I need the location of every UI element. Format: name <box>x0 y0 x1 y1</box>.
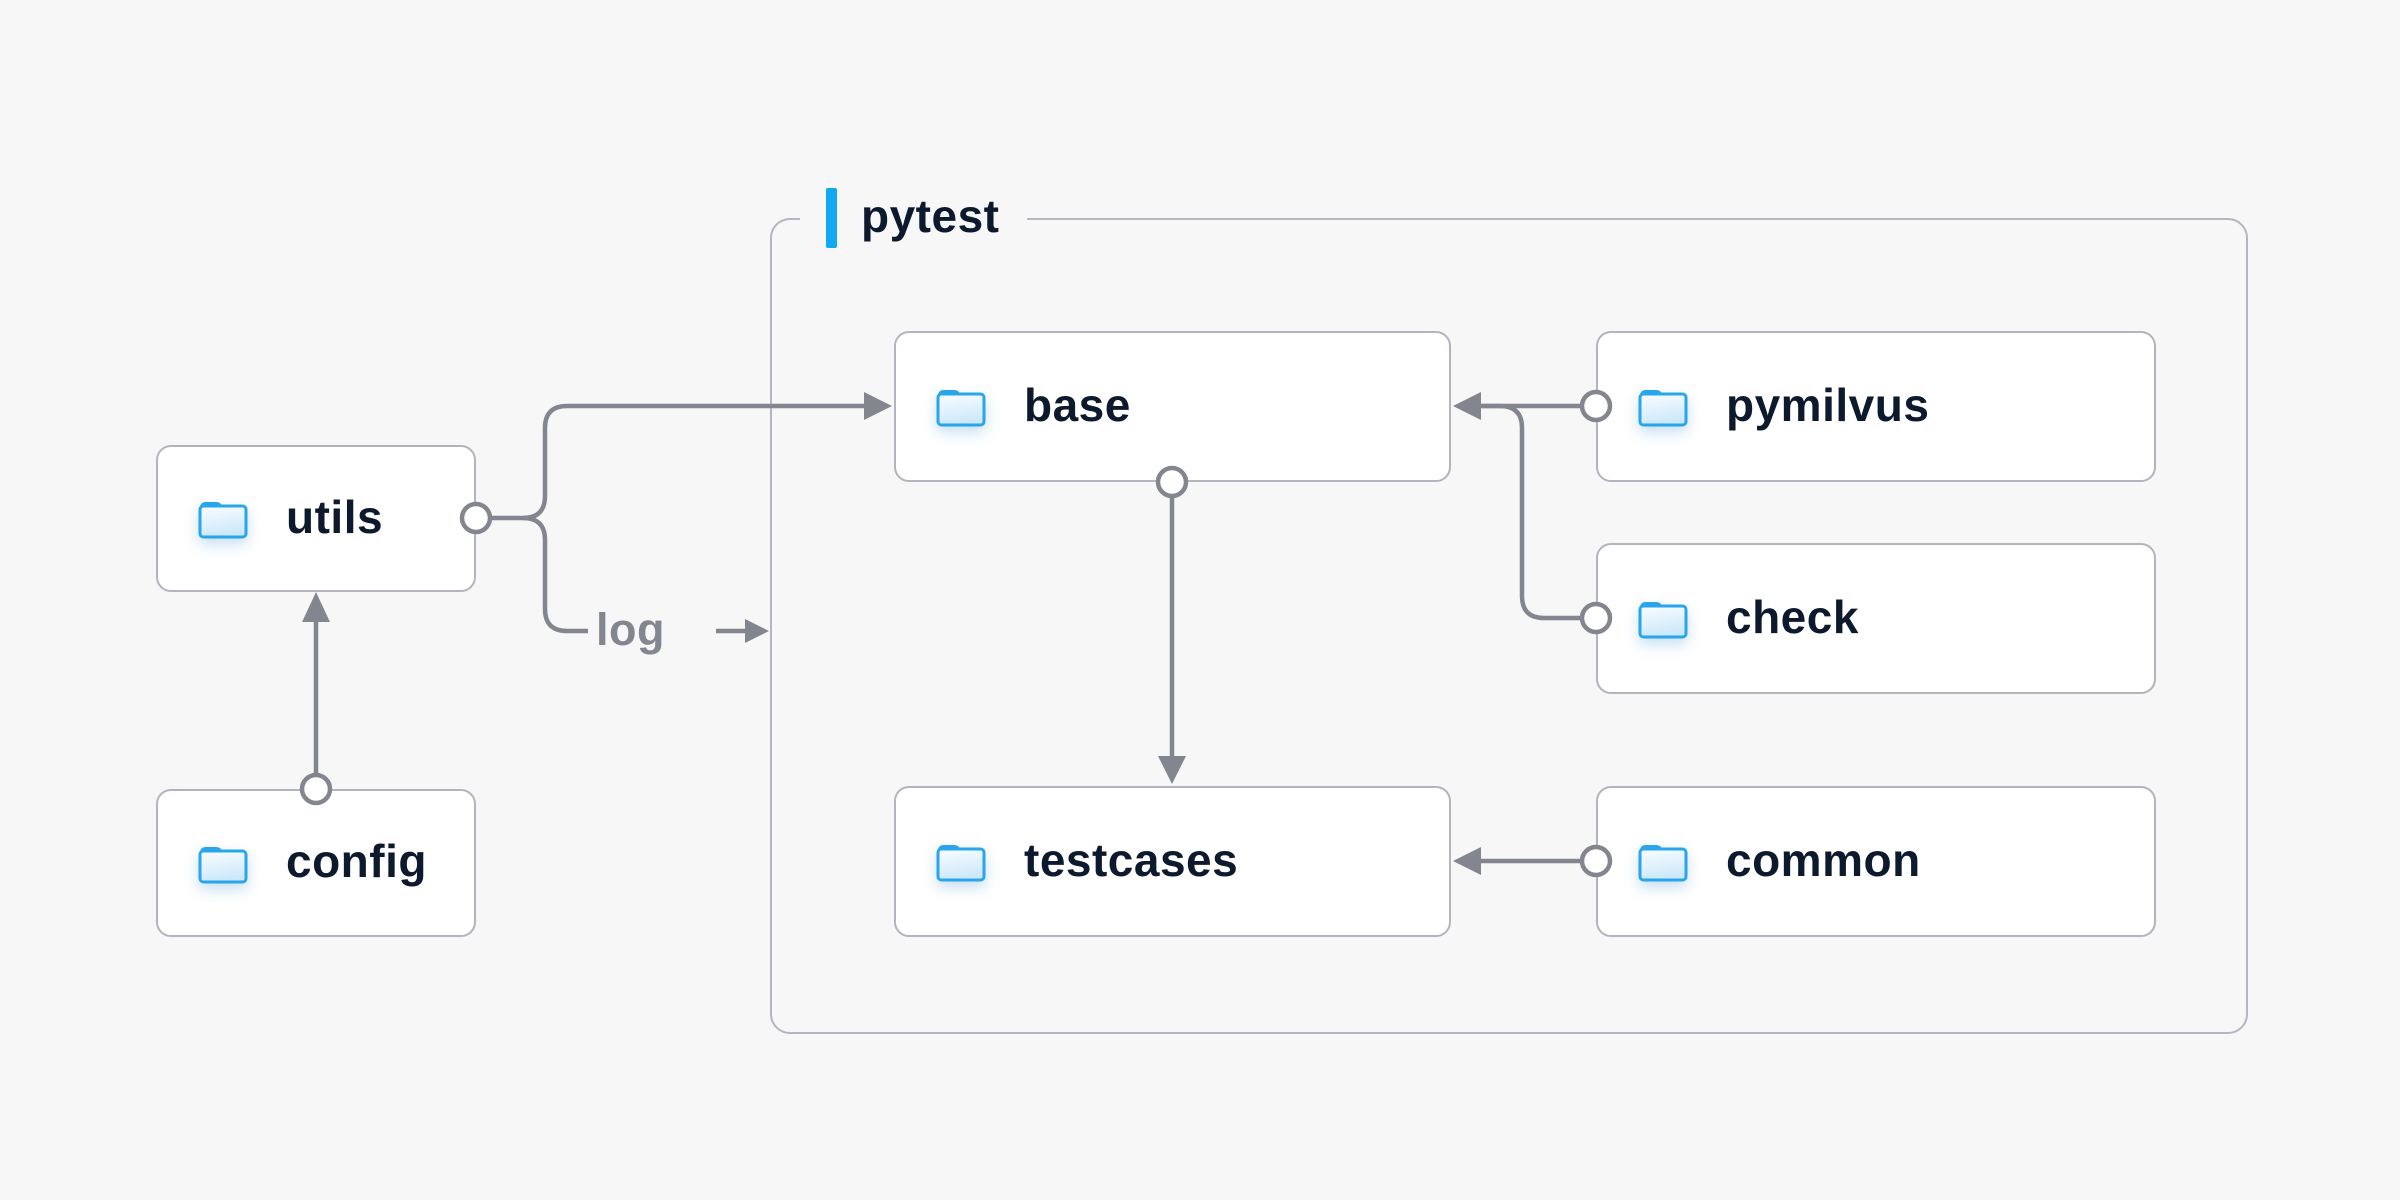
pytest-group-container <box>770 218 2248 1034</box>
node-label: testcases <box>1024 833 1239 886</box>
node-label: utils <box>286 490 384 543</box>
arrowhead-into-utils <box>302 592 330 622</box>
folder-icon <box>198 846 248 883</box>
arrowhead-log <box>745 619 769 643</box>
folder-icon <box>1638 390 1688 427</box>
node-label: pymilvus <box>1726 378 1930 431</box>
node-pymilvus: pymilvus <box>1596 331 2156 482</box>
node-check: check <box>1596 543 2156 694</box>
node-base: base <box>894 331 1451 482</box>
blue-accent-bar <box>826 188 837 248</box>
folder-icon <box>1638 845 1688 882</box>
pytest-group-label: pytest <box>800 184 1028 252</box>
folder-icon <box>1638 602 1688 639</box>
folder-icon <box>198 502 248 539</box>
folder-icon <box>936 390 986 427</box>
node-utils: utils <box>156 445 476 592</box>
node-label: config <box>286 835 427 887</box>
group-title: pytest <box>861 190 1000 242</box>
edge-utils-log <box>522 515 588 634</box>
folder-icon <box>936 845 986 882</box>
node-label: base <box>1024 378 1131 431</box>
node-common: common <box>1596 786 2156 937</box>
node-label: check <box>1726 590 1859 643</box>
node-testcases: testcases <box>894 786 1451 937</box>
edge-label-log: log <box>596 604 665 655</box>
node-label: common <box>1726 833 1921 886</box>
node-config: config <box>156 789 476 937</box>
